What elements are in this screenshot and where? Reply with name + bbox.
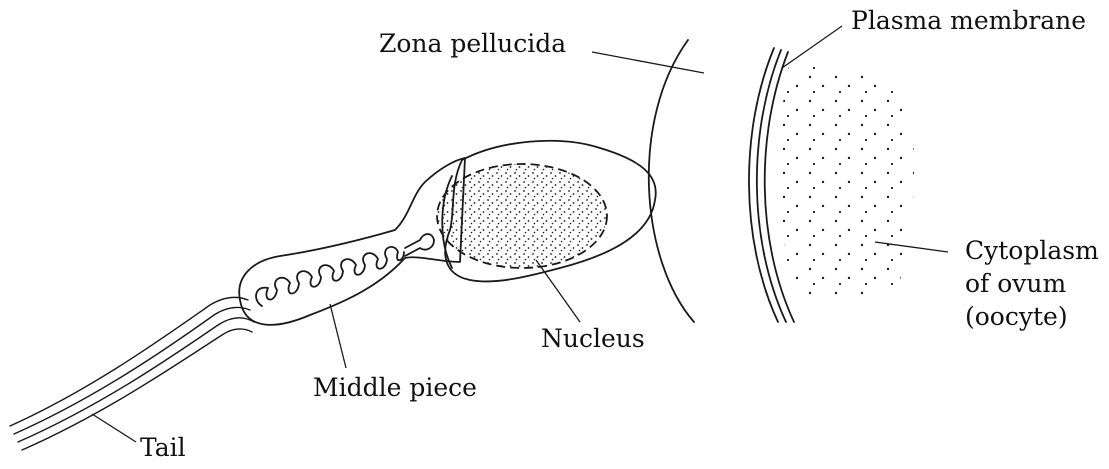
middle-piece-leader [330,304,346,368]
plasma-membrane-leader [782,26,842,68]
label-nucleus: Nucleus [541,325,645,353]
zona-pellucida-leader [592,52,704,73]
mitochondrial-coils [256,234,434,306]
middle-piece [239,158,465,325]
label-zona-pellucida: Zona pellucida [379,30,566,58]
label-middle-piece: Middle piece [313,374,477,402]
label-cytoplasm-line3: (oocyte) [965,303,1068,331]
label-plasma-membrane: Plasma membrane [851,7,1086,35]
cytoplasm-of-ovum [780,62,914,301]
label-cytoplasm-line1: Cytoplasm [965,237,1099,265]
tail [10,297,254,450]
nucleus [437,164,607,268]
sperm-head [437,141,656,282]
label-cytoplasm-line2: of ovum [965,270,1066,298]
zona-pellucida-arc [649,40,694,322]
tail-leader [92,414,136,442]
label-tail: Tail [140,434,186,462]
